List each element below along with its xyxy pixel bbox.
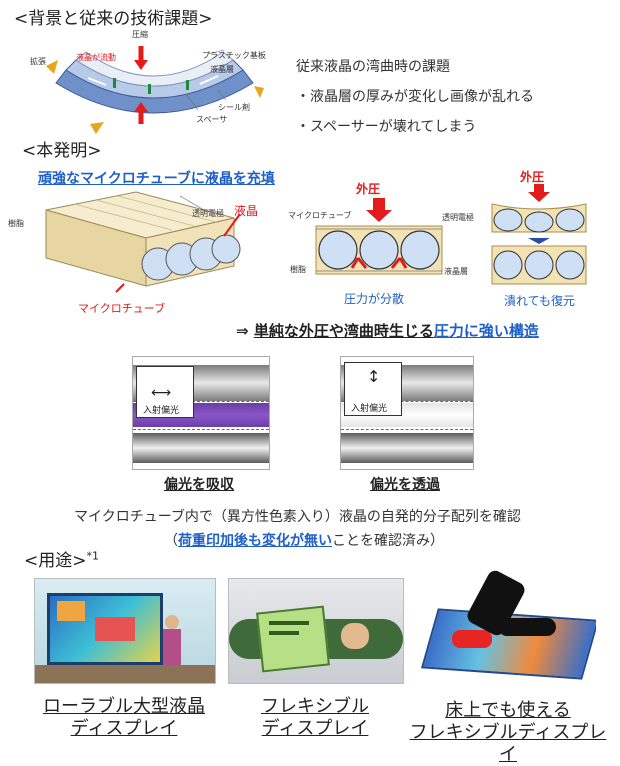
transmit-caption: 偏光を透過 bbox=[370, 477, 440, 493]
application-label: フレキシブル ディスプレイ bbox=[228, 696, 402, 740]
polarization-note-line2: （荷重印加後も変化が無いことを確認済み） bbox=[164, 530, 444, 550]
floor-display-illustration bbox=[420, 570, 596, 682]
application-label-line2: ディスプレイ bbox=[70, 718, 178, 739]
tube bbox=[318, 230, 358, 270]
label-transparent-electrode-mid: 透明電極 bbox=[442, 213, 474, 222]
label-external-pressure: 外圧 bbox=[356, 182, 381, 196]
horizontal-arrow-icon: ⟷ bbox=[151, 385, 172, 401]
absorb-polarization-box: ⟷ 入射偏光 bbox=[136, 366, 194, 418]
vertical-arrow-icon: ↕ bbox=[367, 367, 381, 386]
absorb-caption: 偏光を吸収 bbox=[164, 477, 234, 493]
application-label: 床上でも使える フレキシブルディスプレイ bbox=[408, 700, 608, 766]
label-sealant: シール剤 bbox=[218, 103, 250, 112]
spacer-mark bbox=[148, 84, 151, 94]
polarization-note-line1: マイクロチューブ内で（異方性色素入り）液晶の自発的分子配列を確認 bbox=[74, 509, 521, 525]
note-rest: ことを確認済み） bbox=[332, 533, 444, 549]
expand-arrow-left bbox=[46, 60, 58, 74]
label-resin-mid: 樹脂 bbox=[290, 265, 306, 274]
conventional-lc-diagram bbox=[46, 46, 264, 134]
application-label-line2: ディスプレイ bbox=[261, 718, 369, 739]
label-lc-layer-mid: 液晶層 bbox=[444, 267, 468, 276]
application-label: ローラブル大型液晶 ディスプレイ bbox=[34, 696, 214, 740]
label-expansion: 拡張 bbox=[30, 57, 46, 66]
pressure-arrow bbox=[366, 198, 392, 222]
label-microtube-mid: マイクロチューブ bbox=[288, 211, 352, 220]
background-heading: <背景と従来の技術課題> bbox=[14, 9, 213, 29]
conclusion-highlight: 圧力に強い構造 bbox=[433, 322, 539, 340]
application-label-line1: 床上でも使える bbox=[445, 700, 571, 721]
applications-footnote: *1 bbox=[86, 549, 100, 563]
application-label-line2: フレキシブルディスプレイ bbox=[409, 722, 607, 765]
conclusion-plain: 単純な外圧や湾曲時生じる bbox=[253, 322, 434, 340]
pressure-arrow-right bbox=[528, 184, 550, 202]
issue-item: ・液晶層の厚みが変化し画像が乱れる bbox=[296, 89, 534, 105]
note-highlight: 荷重印加後も変化が無い bbox=[178, 533, 332, 549]
caption-recover: 潰れても復元 bbox=[504, 294, 576, 308]
invention-heading: <本発明> bbox=[22, 141, 102, 161]
label-external-pressure-right: 外圧 bbox=[520, 170, 545, 184]
flexible-display-illustration bbox=[228, 578, 404, 684]
label-spacer: スペーサ bbox=[196, 115, 228, 124]
absorb-box-label: 入射偏光 bbox=[143, 406, 180, 416]
expand-arrow-bottom-left bbox=[90, 122, 104, 134]
compress-arrow-bottom bbox=[134, 102, 148, 112]
application-label-line1: フレキシブル bbox=[261, 696, 369, 717]
label-liquid-crystal: 液晶 bbox=[234, 204, 259, 218]
conclusion-arrow: ⇒ bbox=[236, 322, 249, 340]
note-open: （ bbox=[164, 533, 178, 549]
tube-end bbox=[211, 234, 241, 264]
spacer-mark bbox=[186, 80, 189, 90]
compress-arrow-top bbox=[134, 60, 148, 70]
spacer-mark bbox=[113, 78, 116, 88]
application-label-line1: ローラブル大型液晶 bbox=[43, 696, 205, 717]
transmit-box-label: 入射偏光 bbox=[351, 404, 388, 414]
label-plastic-substrate: プラスチック基板 bbox=[202, 51, 266, 60]
applications-heading: <用途>*1 bbox=[24, 546, 99, 571]
label-resin: 樹脂 bbox=[8, 219, 24, 228]
microtube-slab-diagram bbox=[45, 191, 241, 293]
applications-heading-text: <用途> bbox=[24, 551, 87, 571]
conclusion-line: ⇒ 単純な外圧や湾曲時生じる圧力に強い構造 bbox=[236, 320, 539, 341]
tube bbox=[359, 230, 399, 270]
down-arrow bbox=[528, 238, 550, 244]
transmit-polarization-box: ↕ 入射偏光 bbox=[344, 362, 402, 416]
rollable-display-illustration bbox=[34, 578, 216, 684]
label-microtube: マイクロチューブ bbox=[78, 302, 166, 315]
label-pressure: 圧縮 bbox=[132, 30, 148, 39]
issues-title: 従来液晶の湾曲時の課題 bbox=[296, 59, 450, 75]
caption-pressure-distributed: 圧力が分散 bbox=[344, 292, 405, 306]
label-lc-layer: 液晶層 bbox=[210, 65, 234, 74]
recovery-diagram bbox=[491, 184, 587, 285]
issue-item: ・スペーサーが壊れてしまう bbox=[296, 119, 477, 135]
pressure-distribution-diagram bbox=[315, 198, 443, 275]
expand-arrow-right bbox=[254, 86, 264, 98]
label-lc-flow: 液晶が流動 bbox=[76, 53, 116, 62]
label-transparent-electrode: 透明電極 bbox=[192, 209, 224, 218]
tube bbox=[400, 230, 440, 270]
invention-tagline: 頑強なマイクロチューブに液晶を充填 bbox=[38, 171, 275, 187]
